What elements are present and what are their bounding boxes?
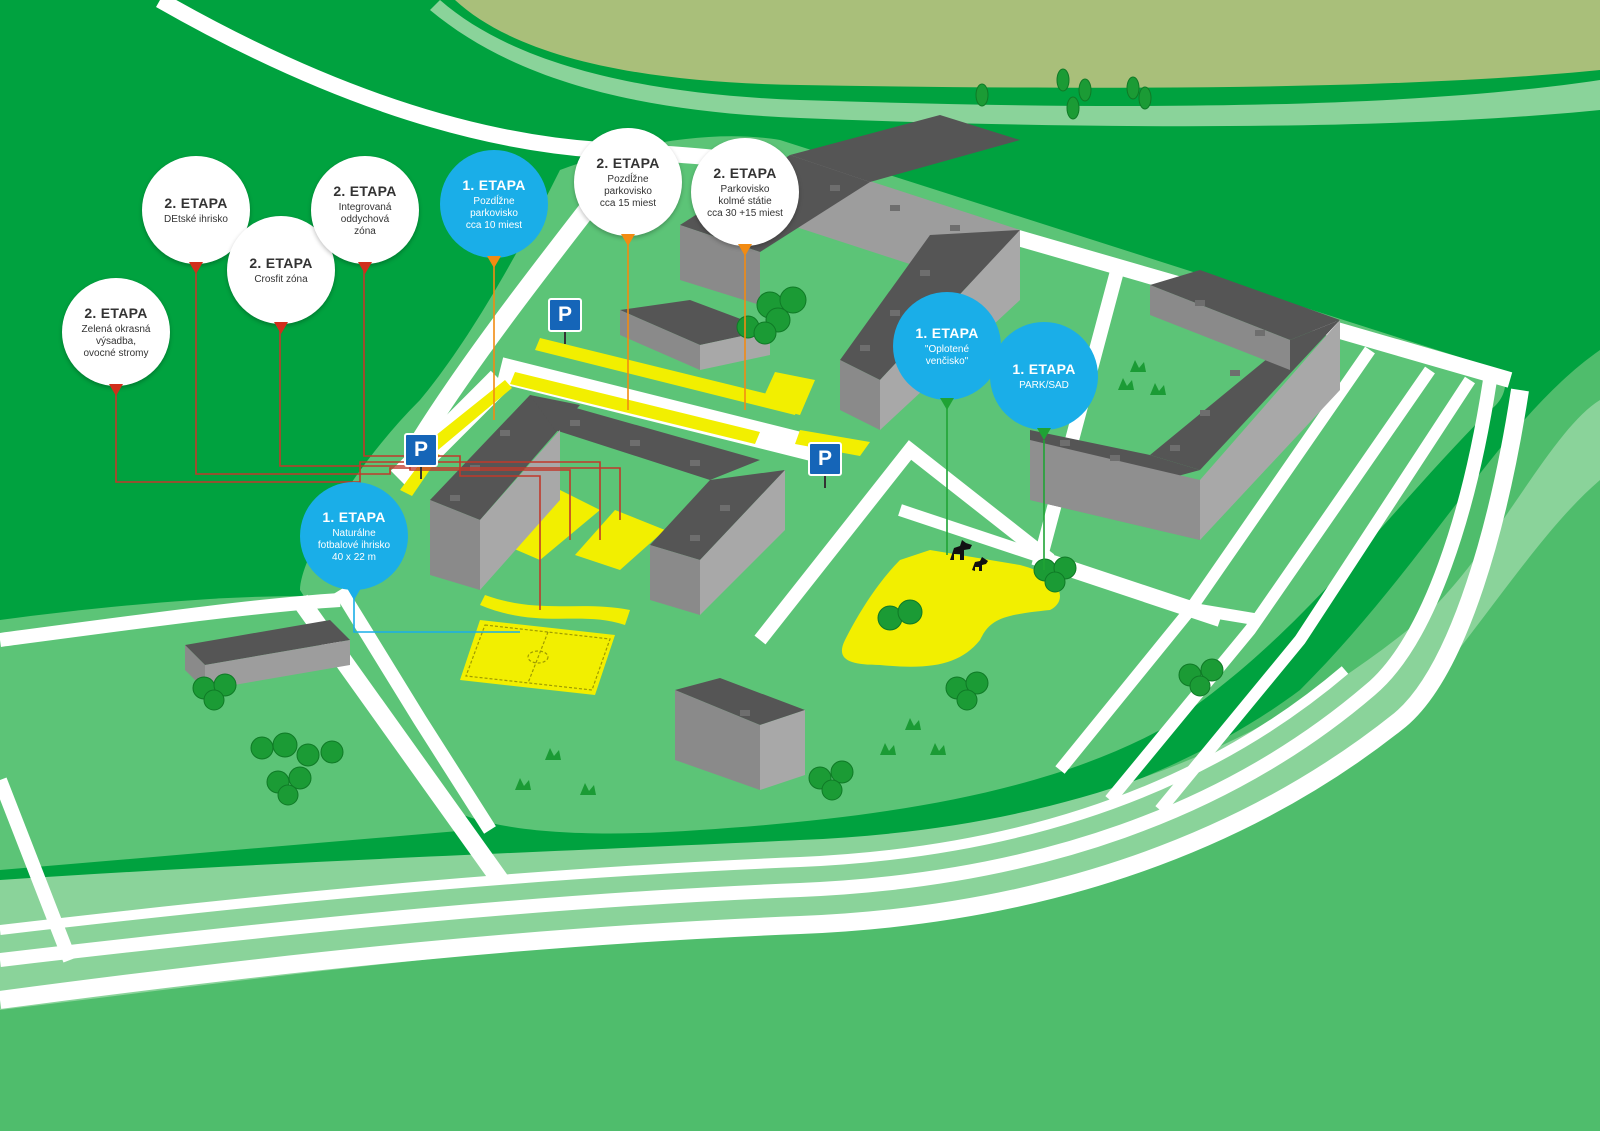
- pin-description: Pozdĺžne parkovisko cca 15 miest: [599, 173, 657, 209]
- leader-lines: [115, 242, 1045, 633]
- pin-oplotene-vencisko[interactable]: 1. ETAPA "Oplotené venčisko": [893, 292, 1001, 410]
- pin-parkovisko-kolme[interactable]: 2. ETAPA Parkovisko kolmé státie cca 30 …: [691, 138, 799, 256]
- building-east: [1030, 270, 1340, 540]
- dog-icon: [950, 540, 988, 571]
- pin-description: Crosfit zóna: [254, 273, 308, 285]
- building-central: [430, 395, 785, 615]
- pin-fotbalove-ihrisko[interactable]: 1. ETAPA Naturálne fotbalové ihrisko 40 …: [300, 482, 408, 600]
- pin-stage: 2. ETAPA: [333, 182, 397, 199]
- trees: [192, 68, 1224, 806]
- parking-sign: P: [548, 298, 582, 344]
- pin-description: "Oplotené venčisko": [924, 343, 970, 367]
- yellow-areas: [400, 338, 1060, 695]
- building-south: [675, 678, 805, 790]
- shrubs: [515, 360, 1166, 795]
- pin-stage: 2. ETAPA: [249, 254, 313, 271]
- parking-sign: P: [808, 442, 842, 488]
- building-small-north: [620, 300, 770, 370]
- pin-description: Zelená okrasná výsadba, ovocné stromy: [81, 323, 151, 359]
- field-border: [430, 0, 1600, 127]
- pin-description: Pozdĺžne parkovisko cca 10 miest: [465, 195, 523, 231]
- pin-stage: 1. ETAPA: [915, 324, 979, 341]
- pin-parkovisko-10[interactable]: 1. ETAPA Pozdĺžne parkovisko cca 10 mies…: [440, 150, 548, 268]
- pin-stage: 2. ETAPA: [164, 194, 228, 211]
- pin-zelena-vysadba[interactable]: 2. ETAPA Zelená okrasná výsadba, ovocné …: [62, 278, 170, 396]
- pin-description: Parkovisko kolmé státie cca 30 +15 miest: [707, 183, 783, 219]
- dog-park-area: [841, 550, 1060, 667]
- pin-description: Naturálne fotbalové ihrisko 40 x 22 m: [317, 527, 391, 563]
- pin-park-sad[interactable]: 1. ETAPA PARK/SAD: [990, 322, 1098, 440]
- pin-stage: 1. ETAPA: [462, 176, 526, 193]
- pin-parkovisko-15[interactable]: 2. ETAPA Pozdĺžne parkovisko cca 15 mies…: [574, 128, 682, 246]
- pin-stage: 1. ETAPA: [322, 508, 386, 525]
- pin-description: Integrovaná oddychová zóna: [338, 201, 392, 237]
- pin-stage: 2. ETAPA: [596, 154, 660, 171]
- pin-stage: 2. ETAPA: [713, 164, 777, 181]
- pin-description: DEtské ihrisko: [164, 213, 228, 225]
- pitch-markings: [465, 624, 611, 691]
- pin-stage: 2. ETAPA: [84, 304, 148, 321]
- pin-description: PARK/SAD: [1019, 379, 1069, 391]
- parking-sign: P: [404, 433, 438, 479]
- pin-oddychova-zona[interactable]: 2. ETAPA Integrovaná oddychová zóna: [311, 156, 419, 274]
- pin-stage: 1. ETAPA: [1012, 360, 1076, 377]
- pin-crosfit-zona[interactable]: 2. ETAPA Crosfit zóna: [227, 216, 335, 334]
- field-strip: [455, 0, 1600, 88]
